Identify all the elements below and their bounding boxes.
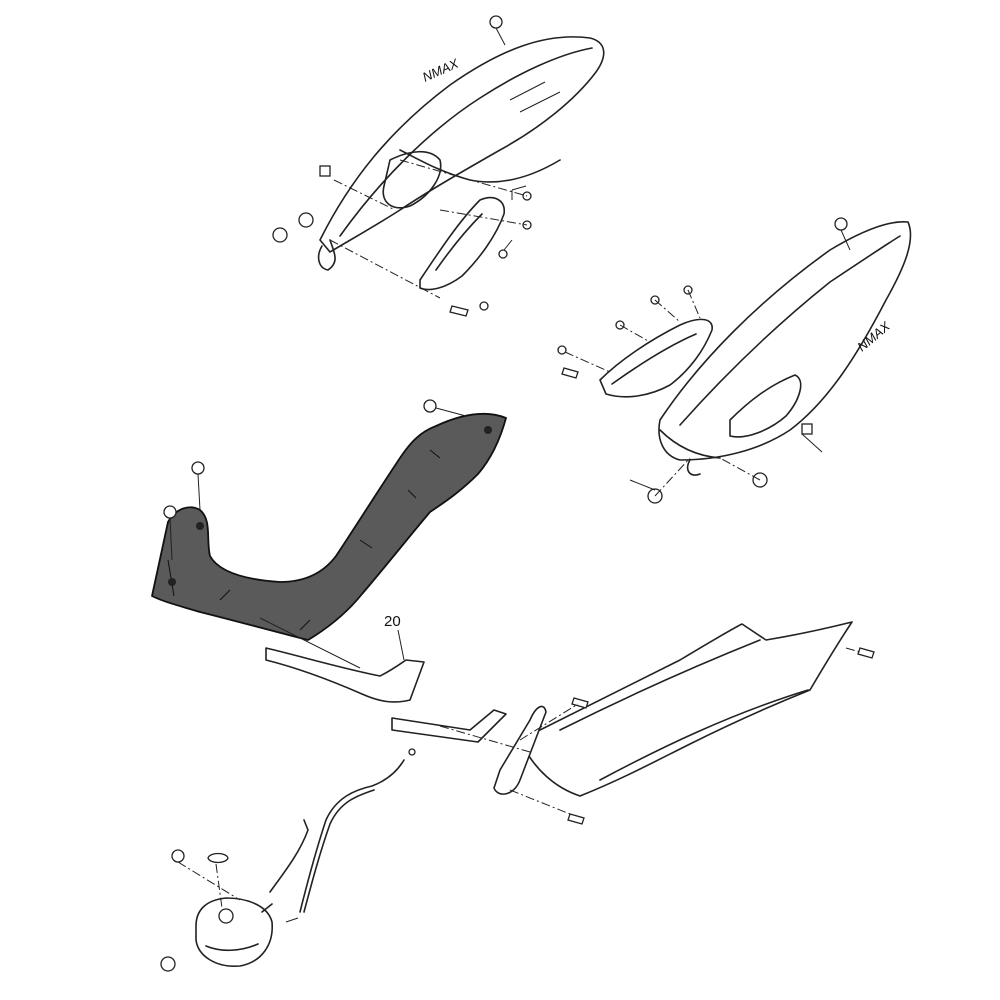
upper-inner-panel [419, 196, 505, 291]
lower-side-cover [519, 621, 853, 797]
reservoir-tank [160, 897, 273, 972]
reservoir-hose [269, 759, 405, 913]
lower-bracket [391, 705, 547, 795]
lower-leader-lines [439, 647, 861, 815]
seal-strip-part [259, 617, 425, 703]
right-inner-panel [599, 318, 713, 398]
callout-20: 20 [384, 613, 401, 630]
top-leader-lines [329, 159, 528, 299]
lower-hardware [567, 647, 875, 825]
right-leader-lines [564, 229, 851, 497]
reservoir-hardware [171, 748, 416, 923]
highlighted-side-cover-part [151, 412, 507, 641]
highlighted-part-hardware [163, 399, 467, 561]
